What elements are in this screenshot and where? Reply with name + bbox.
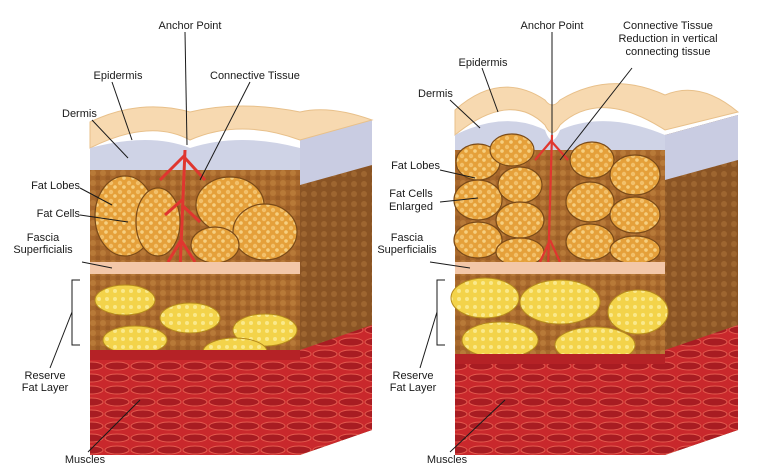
right-fat-cells-label-line2: Enlarged [388, 201, 434, 213]
right-muscles-label: Muscles [426, 454, 468, 466]
right-connective-label-line2: Reduction in vertical [618, 33, 718, 45]
right-anchor-point-label: Anchor Point [520, 20, 584, 32]
right-fascia [455, 262, 665, 274]
right-dermis-label: Dermis [418, 88, 453, 100]
right-connective-label-line3: connecting tissue [625, 46, 711, 58]
right-connective-tissue [534, 134, 569, 271]
leader-lines [49, 31, 633, 453]
left-fascia [90, 262, 300, 274]
right-epidermis-label: Epidermis [458, 57, 508, 69]
left-dermis-label: Dermis [62, 108, 97, 120]
right-reserve-label-line2: Fat Layer [389, 382, 437, 394]
right-epidermis-top [454, 83, 740, 137]
right-fat-lobes [453, 133, 661, 267]
left-epidermis-top [89, 105, 374, 149]
left-fascia-label-line2: Superficialis [13, 244, 73, 256]
left-fat-lobes-label: Fat Lobes [31, 180, 80, 192]
left-epidermis-label: Epidermis [93, 70, 143, 82]
left-reserve-label-line1: Reserve [24, 370, 66, 382]
right-fat-cells-label-line1: Fat Cells [389, 188, 433, 200]
right-fascia-label-line1: Fascia [390, 232, 424, 244]
left-reserve-label-line2: Fat Layer [21, 382, 69, 394]
left-muscle-layer [90, 350, 300, 455]
left-fascia-label-line1: Fascia [26, 232, 60, 244]
left-fat-lobes [94, 175, 298, 264]
right-fascia-label-line2: Superficialis [377, 244, 437, 256]
left-connective-tissue [158, 149, 207, 271]
right-fat-lobes-label: Fat Lobes [391, 160, 440, 172]
right-connective-label-line1: Connective Tissue [623, 20, 713, 32]
left-connective-tissue-label: Connective Tissue [210, 70, 300, 82]
right-muscle-layer [455, 354, 665, 455]
left-anchor-point-label: Anchor Point [158, 20, 222, 32]
left-fat-cells-label: Fat Cells [36, 208, 80, 220]
right-reserve-label-line1: Reserve [392, 370, 434, 382]
right-skin-block [450, 83, 740, 455]
left-skin-block [89, 105, 374, 455]
left-muscles-label: Muscles [64, 454, 106, 466]
